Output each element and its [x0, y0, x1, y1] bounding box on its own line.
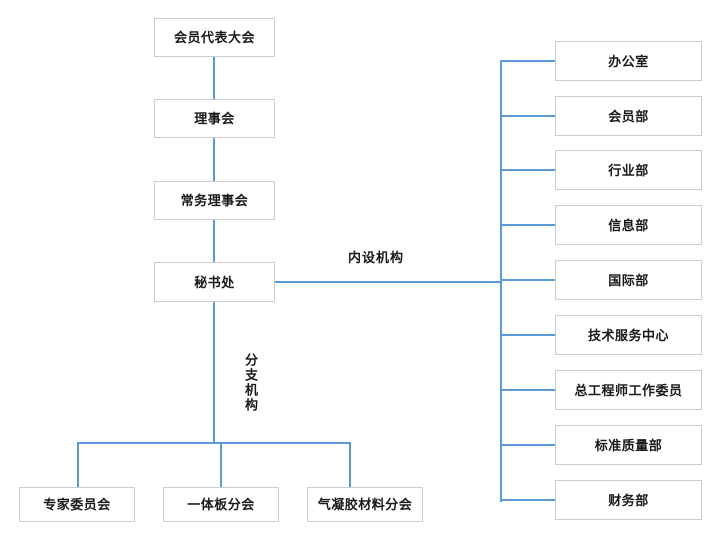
connector-stub-membership [500, 115, 556, 117]
node-congress[interactable]: 会员代表大会 [154, 18, 275, 57]
node-international[interactable]: 国际部 [555, 260, 702, 300]
node-integrated-board-branch[interactable]: 一体板分会 [163, 487, 279, 522]
node-secretariat[interactable]: 秘书处 [154, 262, 275, 302]
node-membership[interactable]: 会员部 [555, 96, 702, 136]
node-finance[interactable]: 财务部 [555, 480, 702, 520]
connector-stub-tech-service [500, 334, 556, 336]
node-aerogel-material-branch[interactable]: 气凝胶材料分会 [307, 487, 423, 522]
node-secretariat-label: 秘书处 [194, 274, 235, 290]
node-international-label: 国际部 [608, 272, 649, 288]
node-chief-engineer-committee-label: 总工程师工作委员 [574, 382, 683, 398]
node-standing-council[interactable]: 常务理事会 [154, 181, 275, 220]
node-industry[interactable]: 行业部 [555, 150, 702, 190]
connector-stub-industry [500, 169, 556, 171]
connector-stub-chief-engineer [500, 389, 556, 391]
node-tech-service-center[interactable]: 技术服务中心 [555, 315, 702, 355]
node-council-label: 理事会 [194, 111, 235, 126]
connector-branch-distributor [77, 442, 351, 444]
connector-stub-information [500, 224, 556, 226]
connector-drop-expert-committee [77, 442, 79, 488]
connector-secretariat-to-internal-trunk [275, 281, 502, 283]
label-internal-units: 内设机构 [345, 247, 408, 266]
connector-congress-to-council [213, 57, 215, 99]
node-congress-label: 会员代表大会 [173, 30, 255, 45]
node-standard-quality-label: 标准质量部 [594, 437, 663, 453]
connector-standing-to-secretariat [213, 220, 215, 262]
node-office-label: 办公室 [608, 53, 649, 69]
node-chief-engineer-committee[interactable]: 总工程师工作委员 [555, 370, 702, 410]
connector-stub-office [500, 60, 556, 62]
connector-stub-international [500, 279, 556, 281]
connector-drop-aerogel-material [349, 442, 351, 488]
node-finance-label: 财务部 [608, 492, 649, 508]
connector-secretariat-to-branches [213, 302, 215, 443]
label-branch-units: 分支机构 [241, 350, 260, 416]
node-council[interactable]: 理事会 [154, 99, 275, 138]
node-industry-label: 行业部 [608, 162, 649, 178]
node-standing-council-label: 常务理事会 [180, 193, 249, 208]
connector-council-to-standing [213, 138, 215, 181]
node-integrated-board-branch-label: 一体板分会 [187, 497, 255, 512]
connector-internal-trunk [500, 61, 502, 502]
node-membership-label: 会员部 [608, 108, 649, 124]
node-information[interactable]: 信息部 [555, 205, 702, 245]
node-expert-committee[interactable]: 专家委员会 [19, 487, 135, 522]
connector-drop-integrated-board [220, 442, 222, 488]
node-expert-committee-label: 专家委员会 [43, 497, 111, 512]
connector-stub-finance [500, 499, 556, 501]
connector-stub-standard-qa [500, 444, 556, 446]
node-office[interactable]: 办公室 [555, 41, 702, 81]
node-information-label: 信息部 [608, 217, 649, 233]
node-standard-quality[interactable]: 标准质量部 [555, 425, 702, 465]
node-aerogel-material-branch-label: 气凝胶材料分会 [317, 497, 413, 512]
node-tech-service-center-label: 技术服务中心 [587, 327, 669, 343]
